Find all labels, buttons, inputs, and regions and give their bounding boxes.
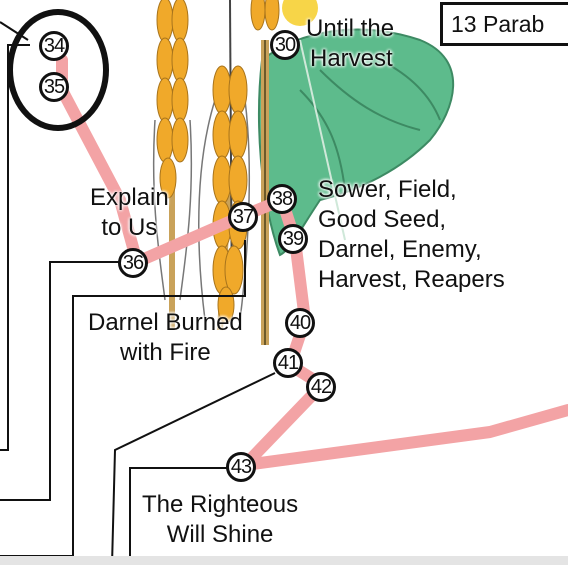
label-sower-field: Sower, Field, Good Seed, Darnel, Enemy, …	[318, 175, 505, 295]
station-39[interactable]: 39	[278, 224, 308, 254]
label-line: Explain	[90, 184, 169, 211]
bottom-scroll-strip	[0, 556, 568, 565]
label-until-the-harvest: Until the Harvest	[306, 14, 394, 74]
label-righteous-shine: The Righteous Will Shine	[142, 490, 298, 550]
label-line: to Us	[101, 214, 158, 241]
station-40[interactable]: 40	[285, 308, 315, 338]
label-line: Good Seed,	[318, 206, 447, 233]
label-line: Until the	[306, 15, 395, 42]
station-41[interactable]: 41	[273, 348, 303, 378]
station-37[interactable]: 37	[228, 202, 258, 232]
label-line: Harvest, Reapers	[318, 266, 505, 293]
label-line: The Righteous	[142, 491, 299, 518]
label-line: Harvest	[310, 45, 393, 72]
label-darnel-burned: Darnel Burned with Fire	[88, 308, 243, 368]
label-line: Darnel, Enemy,	[318, 236, 482, 263]
station-36[interactable]: 36	[118, 248, 148, 278]
label-line: with Fire	[120, 339, 211, 366]
station-34[interactable]: 34	[39, 31, 69, 61]
label-line: Darnel Burned	[88, 309, 243, 336]
station-group-ring	[7, 9, 109, 131]
label-line: Will Shine	[166, 521, 274, 548]
station-42[interactable]: 42	[306, 372, 336, 402]
map-title-box: 13 Parab	[440, 2, 568, 46]
station-38[interactable]: 38	[267, 184, 297, 214]
label-line: Sower, Field,	[318, 176, 457, 203]
station-35[interactable]: 35	[39, 72, 69, 102]
station-43[interactable]: 43	[226, 452, 256, 482]
wheat-stalks-illustration	[152, 0, 280, 345]
station-30[interactable]: 30	[270, 30, 300, 60]
label-explain-to-us: Explain to Us	[90, 183, 169, 243]
